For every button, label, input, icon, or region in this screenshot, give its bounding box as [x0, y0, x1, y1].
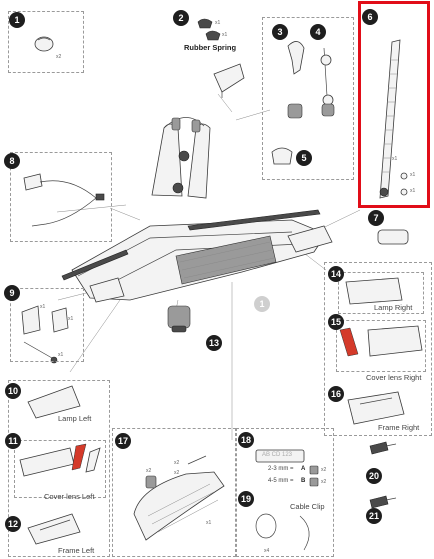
badge-21: 21: [366, 508, 382, 524]
box-item-9: [10, 288, 84, 362]
label-mm-4-5: 4-5 mm =: [268, 478, 294, 484]
badge-15: 15: [328, 314, 344, 330]
qty-item-18a: x2: [321, 467, 327, 473]
label-rubber-spring: Rubber Spring: [184, 43, 237, 52]
label-spacer-b: B: [301, 478, 306, 484]
qty-item-6a: x1: [392, 156, 398, 162]
qty-item-17b: x2: [174, 460, 180, 466]
badge-1-ghost: 1: [254, 296, 270, 312]
badge-1: 1: [9, 12, 25, 28]
badge-18: 18: [238, 432, 254, 448]
badge-10: 10: [5, 383, 21, 399]
box-cover-lens-left: [14, 440, 106, 498]
label-cable-clip: Cable Clip: [290, 502, 325, 511]
box-item-17: [112, 428, 236, 557]
badge-4: 4: [310, 24, 326, 40]
badge-7: 7: [368, 210, 384, 226]
label-frame-left: Frame Left: [58, 546, 95, 555]
label-lamp-left: Lamp Left: [58, 414, 92, 423]
qty-item-18b: x2: [321, 479, 327, 485]
qty-item-9c: x1: [58, 352, 64, 358]
label-cover-lens-right: Cover lens Right: [366, 373, 422, 382]
label-cover-lens-left: Cover lens Left: [44, 492, 95, 501]
box-lamp-right: [338, 272, 424, 314]
badge-11: 11: [5, 433, 21, 449]
badge-6: 6: [362, 9, 378, 25]
badge-19: 19: [238, 491, 254, 507]
label-mm-2-3: 2-3 mm =: [268, 466, 294, 472]
qty-item-17a: x2: [146, 468, 152, 474]
label-plate-sample: AB CD 123: [262, 452, 293, 458]
box-item-10-12: [8, 380, 110, 557]
label-frame-right: Frame Right: [378, 423, 420, 432]
badge-20: 20: [366, 468, 382, 484]
badge-13: 13: [206, 335, 222, 351]
badge-17: 17: [115, 433, 131, 449]
box-item-3-5: [262, 17, 354, 180]
qty-item-9b: x1: [68, 316, 74, 322]
qty-item-19: x4: [264, 548, 270, 554]
box-item-18-19: [236, 428, 334, 557]
highlight-item-6: [358, 1, 430, 208]
qty-item-17c: x2: [174, 470, 180, 476]
badge-14: 14: [328, 266, 344, 282]
qty-item-9a: x1: [40, 304, 46, 310]
qty-item-6c: x1: [410, 188, 416, 194]
qty-item-6b: x1: [410, 172, 416, 178]
qty-item-2a: x1: [215, 20, 221, 26]
box-item-14-16: [324, 262, 432, 436]
qty-item-1: x2: [56, 54, 62, 60]
box-item-8: [10, 152, 112, 242]
qty-item-2b: x1: [222, 32, 228, 38]
badge-12: 12: [5, 516, 21, 532]
badge-16: 16: [328, 386, 344, 402]
label-spacer-a: A: [301, 466, 306, 472]
badge-2: 2: [173, 10, 189, 26]
qty-item-17d: x1: [206, 520, 212, 526]
box-item-1: [8, 11, 84, 73]
box-cover-lens-right: [336, 320, 426, 372]
badge-3: 3: [272, 24, 288, 40]
badge-9: 9: [4, 285, 20, 301]
label-lamp-right: Lamp Right: [374, 303, 413, 312]
badge-5: 5: [296, 150, 312, 166]
badge-8: 8: [4, 153, 20, 169]
